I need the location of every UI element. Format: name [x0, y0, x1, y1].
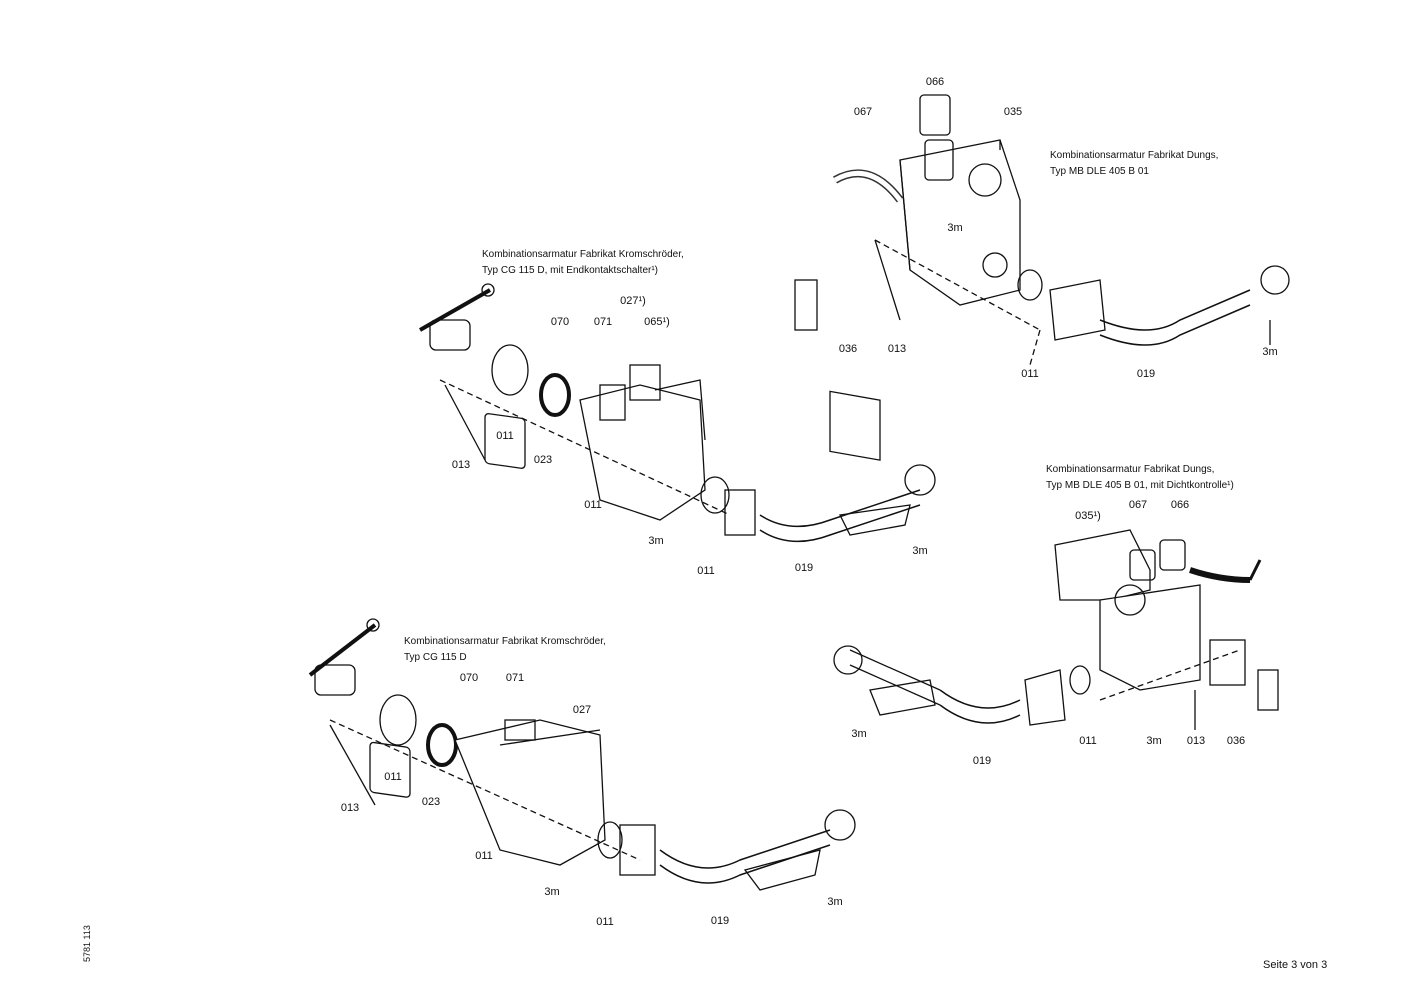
part-label: 013	[1186, 735, 1206, 747]
caption-line: Kombinationsarmatur Fabrikat Dungs,	[1050, 150, 1219, 161]
assembly-kromschroeder-valve-middle	[419, 283, 936, 543]
part-label: 013	[451, 459, 471, 471]
part-label: 071	[593, 316, 613, 328]
assembly-caption: Kombinationsarmatur Fabrikat Kromschröde…	[482, 247, 684, 279]
part-label: 011	[1079, 735, 1097, 747]
part-label: 027	[572, 704, 592, 716]
document-number: 5781 113	[82, 925, 92, 962]
caption-line: Kombinationsarmatur Fabrikat Kromschröde…	[404, 636, 606, 647]
part-label: 027¹)	[620, 295, 646, 307]
part-label: 023	[421, 796, 441, 808]
part-label: 3m	[1262, 346, 1278, 358]
part-label: 019	[1136, 368, 1156, 380]
part-label: 071	[505, 672, 525, 684]
part-label: 066	[1170, 499, 1190, 511]
part-label: 3m	[827, 896, 843, 908]
part-label: 011	[1021, 368, 1039, 380]
assembly-kromschroeder-valve-bottom	[308, 618, 856, 891]
part-label: 3m	[1146, 735, 1162, 747]
part-label: 023	[533, 454, 553, 466]
part-label: 011	[496, 430, 514, 442]
part-label: 036	[838, 343, 858, 355]
caption-line: Kombinationsarmatur Fabrikat Kromschröde…	[482, 249, 684, 260]
part-label: 013	[340, 802, 360, 814]
part-label: 3m	[544, 886, 560, 898]
caption-line: Typ MB DLE 405 B 01, mit Dichtkontrolle¹…	[1046, 480, 1234, 491]
caption-line: Typ CG 115 D, mit Endkontaktschalter¹)	[482, 265, 658, 276]
part-label: 065¹)	[644, 316, 670, 328]
assembly-dungs-valve-lower	[833, 529, 1279, 730]
part-label: 019	[794, 562, 814, 574]
part-label: 019	[972, 755, 992, 767]
part-label: 011	[596, 916, 614, 928]
part-label: 011	[584, 499, 602, 511]
part-label: 067	[853, 106, 873, 118]
page-number: Seite 3 von 3	[1263, 959, 1328, 971]
caption-line: Kombinationsarmatur Fabrikat Dungs,	[1046, 464, 1215, 475]
part-label: 011	[697, 565, 715, 577]
assembly-dungs-valve-top	[794, 94, 1290, 461]
caption-line: Typ CG 115 D	[404, 652, 467, 663]
part-label: 019	[710, 915, 730, 927]
part-label: 035	[1003, 106, 1023, 118]
part-label: 011	[384, 771, 402, 783]
part-label: 070	[459, 672, 479, 684]
part-label: 3m	[851, 728, 867, 740]
part-label: 036	[1226, 735, 1246, 747]
part-label: 011	[475, 850, 493, 862]
part-label: 070	[550, 316, 570, 328]
part-label: 3m	[947, 222, 963, 234]
caption-line: Typ MB DLE 405 B 01	[1050, 166, 1149, 177]
part-label: 035¹)	[1075, 510, 1101, 522]
part-label: 013	[887, 343, 907, 355]
assembly-caption: Kombinationsarmatur Fabrikat Kromschröde…	[404, 634, 606, 666]
part-label: 3m	[648, 535, 664, 547]
assembly-caption: Kombinationsarmatur Fabrikat Dungs, Typ …	[1050, 148, 1218, 180]
part-label: 066	[925, 76, 945, 88]
part-label: 3m	[912, 545, 928, 557]
assembly-caption: Kombinationsarmatur Fabrikat Dungs, Typ …	[1046, 462, 1234, 494]
part-label: 067	[1128, 499, 1148, 511]
